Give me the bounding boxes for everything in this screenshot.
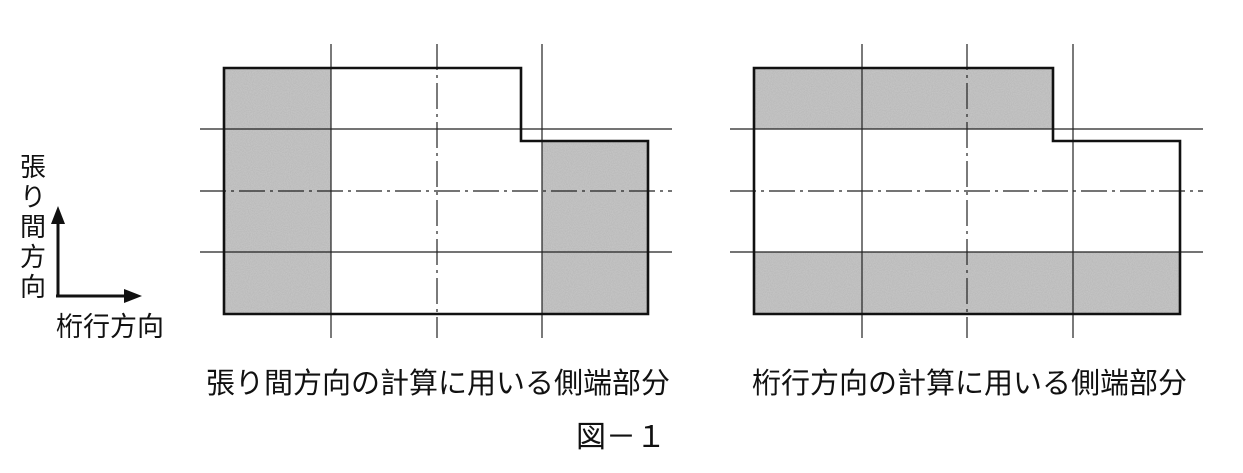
girder-direction-panel: 桁行方向の計算に用いる側端部分 (730, 44, 1203, 400)
horizontal-axis-label: 桁行方向 (56, 312, 164, 343)
building-outline (222, 66, 650, 316)
vertical-axis-label-char-5: 向 (20, 273, 46, 303)
vertical-axis-label-char-3: 間 (20, 213, 46, 243)
span-direction-caption: 張り間方向の計算に用いる側端部分 (206, 366, 670, 400)
vertical-axis-label-char-1: 張 (20, 153, 46, 183)
building-outline (752, 66, 1182, 316)
vertical-arrow-head-icon (51, 206, 65, 224)
span-direction-panel: 張り間方向の計算に用いる側端部分 (200, 44, 672, 400)
horizontal-arrow-head-icon (124, 289, 142, 303)
vertical-axis-label-char-4: 方 (20, 243, 46, 273)
axis-legend: 張 り 間 方 向 桁行方向 (20, 153, 164, 343)
vertical-axis-label-char-2: り (20, 183, 46, 213)
shaded-side-region-top-texture (754, 68, 1053, 129)
shaded-side-region-right-texture (542, 141, 648, 314)
girder-direction-caption: 桁行方向の計算に用いる側端部分 (752, 366, 1187, 400)
figure-number: 図－１ (576, 420, 666, 455)
